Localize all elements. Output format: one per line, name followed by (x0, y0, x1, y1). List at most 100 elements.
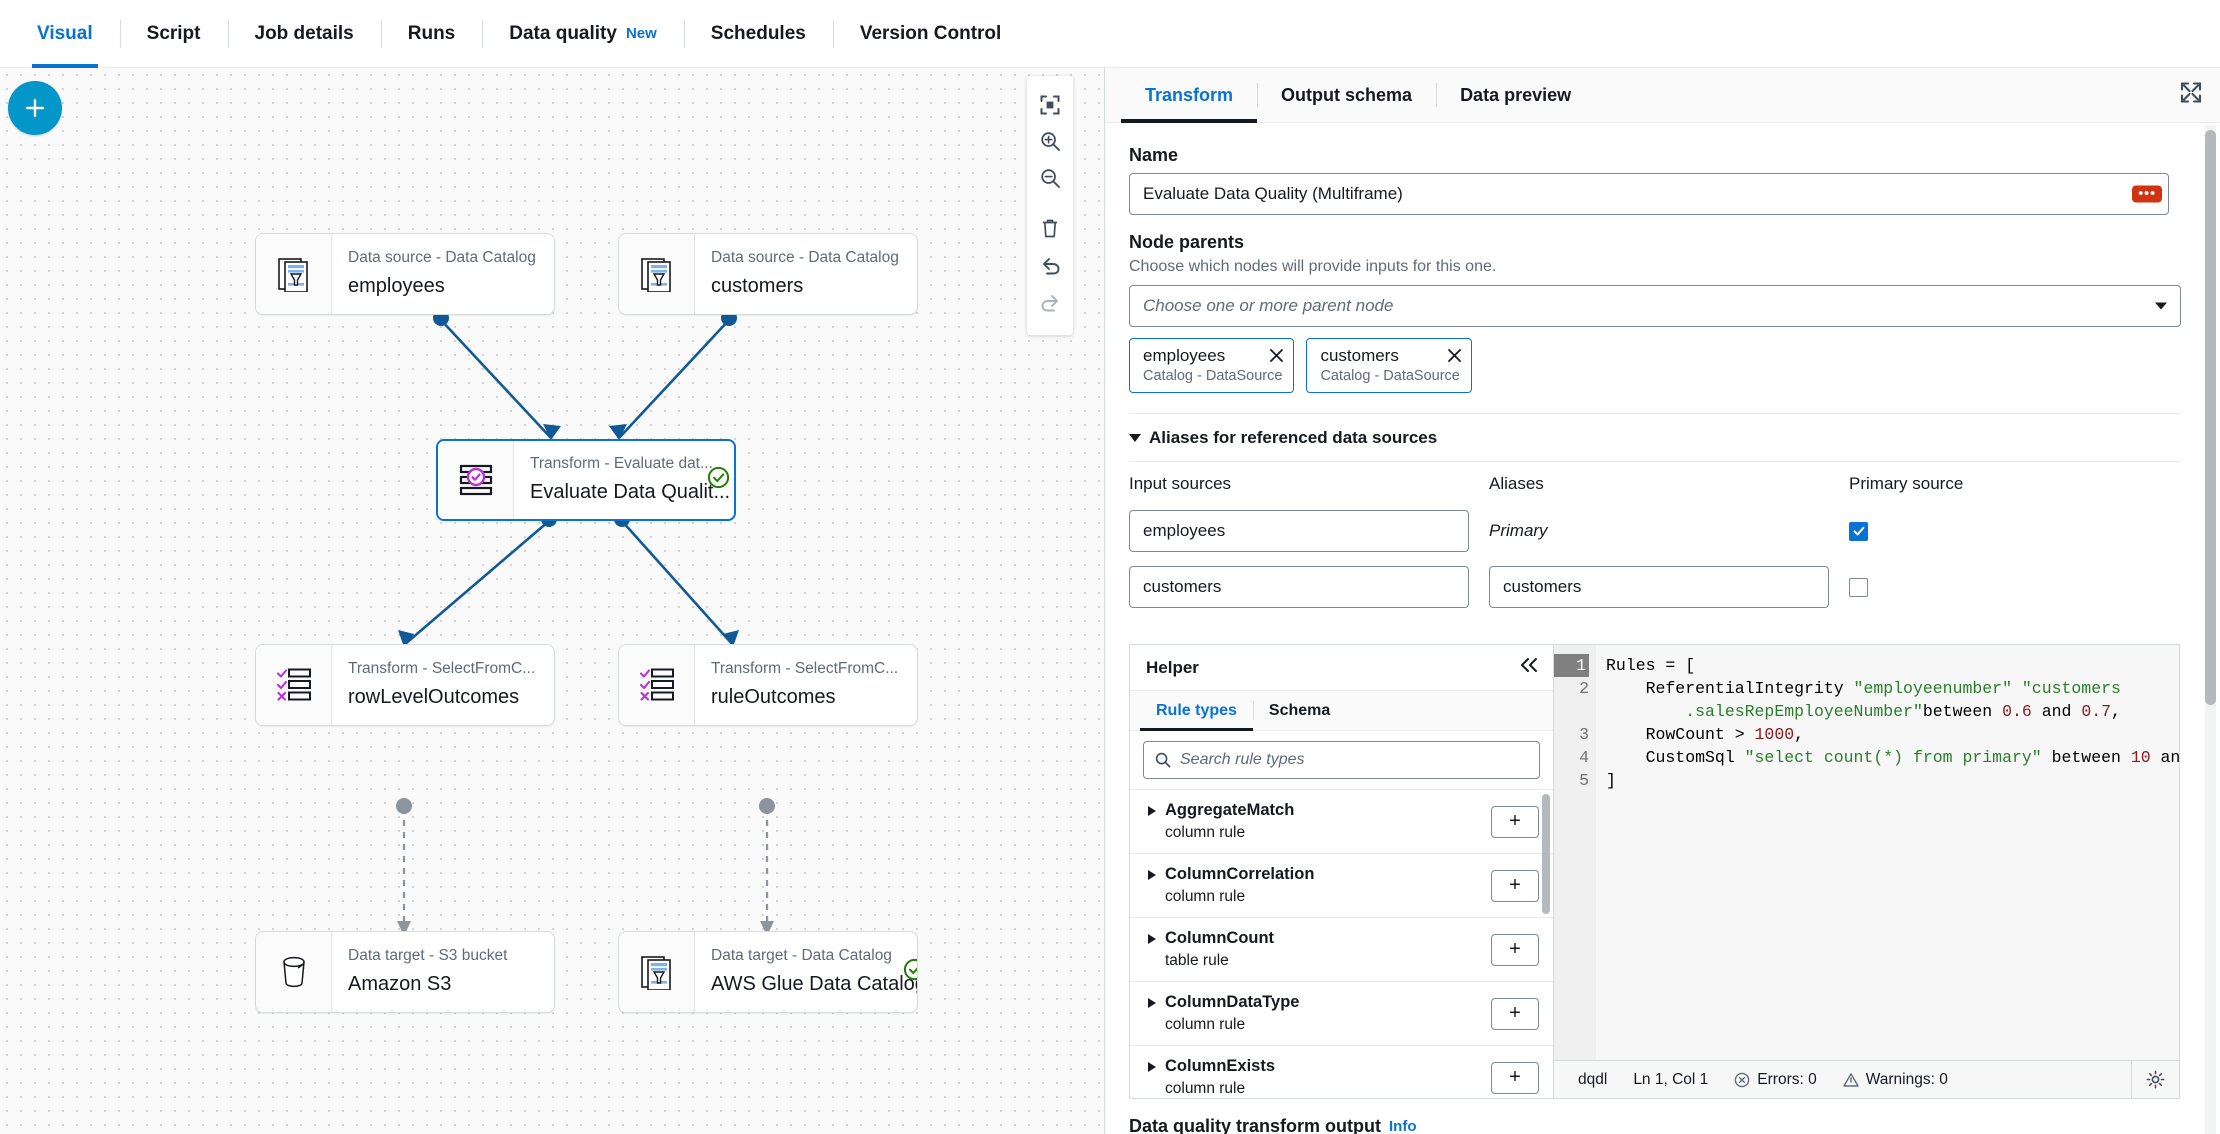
panel-tab-transform[interactable]: Transform (1121, 68, 1258, 123)
select-from-collection-icon (276, 668, 311, 701)
name-input-value: Evaluate Data Quality (Multiframe) (1143, 184, 1403, 203)
aliases-expander[interactable]: Aliases for referenced data sources (1129, 414, 2180, 461)
alias-row-1-source-input[interactable]: customers (1129, 566, 1469, 608)
data-catalog-icon (640, 956, 671, 990)
helper-collapse-button[interactable] (1519, 657, 1539, 678)
chevron-right-icon[interactable] (1148, 805, 1156, 816)
rule-type-name-row: ColumnDataType (1148, 993, 1299, 1012)
chevron-right-icon[interactable] (1148, 933, 1156, 944)
close-icon (1270, 349, 1284, 362)
rule-type-item[interactable]: ColumnDataType column rule + (1130, 982, 1553, 1046)
undo-button[interactable] (1027, 247, 1073, 284)
collapse-left-icon (1521, 658, 1537, 672)
aliases-header-aliases: Aliases (1489, 474, 1544, 493)
rule-type-item[interactable]: ColumnCount table rule + (1130, 918, 1553, 982)
add-node-button[interactable] (8, 81, 62, 135)
rule-type-add-button[interactable]: + (1491, 805, 1539, 838)
chip-remove-button[interactable] (1447, 348, 1462, 368)
tab-version-control[interactable]: Version Control (832, 0, 1028, 68)
node-body: Transform - SelectFromC... rowLevelOutco… (332, 645, 554, 725)
rule-type-item[interactable]: ColumnCorrelation column rule + (1130, 854, 1553, 918)
search-rule-types-input[interactable]: Search rule types (1143, 741, 1540, 779)
panel-tab-output-schema[interactable]: Output schema (1257, 68, 1436, 122)
fit-to-screen-button[interactable] (1027, 86, 1073, 123)
info-link[interactable]: Info (1389, 1118, 1417, 1134)
node-amazon-s3[interactable]: Data target - S3 bucket Amazon S3 (255, 931, 555, 1013)
rule-type-add-button[interactable]: + (1491, 869, 1539, 902)
delete-icon (1043, 219, 1057, 238)
node-parents-select[interactable]: Choose one or more parent node (1129, 285, 2181, 327)
rule-type-item[interactable]: ColumnExists column rule + (1130, 1046, 1553, 1098)
alias-row-0-source-input[interactable]: employees (1129, 510, 1469, 552)
job-graph-canvas[interactable]: Data source - Data Catalog employees Dat… (0, 68, 1104, 1134)
node-rowleveloutcomes[interactable]: Transform - SelectFromC... rowLevelOutco… (255, 644, 555, 726)
warning-icon (1843, 1072, 1859, 1087)
chevron-right-icon[interactable] (1148, 997, 1156, 1008)
alias-row-1-alias-input[interactable]: customers (1489, 566, 1829, 608)
node-evaluate-data-quality[interactable]: Transform - Evaluate dat... Evaluate Dat… (436, 439, 736, 521)
rule-type-add-button[interactable]: + (1491, 997, 1539, 1030)
chip-remove-button[interactable] (1269, 348, 1284, 368)
node-ruleoutcomes[interactable]: Transform - SelectFromC... ruleOutcomes (618, 644, 918, 726)
line-number-4: 4 (1579, 748, 1589, 767)
node-title-label: Evaluate Data Qualit... (530, 480, 731, 503)
divider (1129, 461, 2180, 462)
panel-tab-transform-label: Transform (1145, 84, 1234, 105)
node-parents-desc: Choose which nodes will provide inputs f… (1129, 258, 1497, 275)
chevron-right-icon[interactable] (1148, 1061, 1156, 1072)
editor-settings-button[interactable] (2131, 1061, 2179, 1098)
output-section-title: Data quality transform output (1129, 1116, 1382, 1134)
delete-button[interactable] (1027, 210, 1073, 247)
alias-row-0-alias-cell: Primary (1489, 510, 1829, 566)
chip-employees[interactable]: employees Catalog - DataSource (1129, 338, 1295, 393)
node-employees[interactable]: Data source - Data Catalog employees (255, 233, 555, 315)
chip-customers[interactable]: customers Catalog - DataSource (1306, 338, 1472, 393)
helper-search-wrap: Search rule types (1130, 731, 1553, 789)
zoom-in-button[interactable] (1027, 123, 1073, 160)
node-title-label: ruleOutcomes (711, 685, 836, 708)
node-title-label: employees (348, 274, 445, 297)
rule-type-add-button[interactable]: + (1491, 1061, 1539, 1094)
helper-tab-rule-types[interactable]: Rule types (1140, 691, 1253, 731)
rule-types-list[interactable]: AggregateMatch column rule + (1130, 789, 1553, 1098)
rule-type-add-button[interactable]: + (1491, 933, 1539, 966)
chevron-down-icon (2155, 302, 2167, 310)
alias-row-1-primary-checkbox[interactable] (1849, 577, 1868, 597)
tab-schedules-label: Schedules (710, 22, 806, 44)
redo-button[interactable] (1027, 284, 1073, 321)
node-body: Data source - Data Catalog customers (695, 234, 917, 314)
node-icon-wrap (438, 441, 514, 519)
tab-runs[interactable]: Runs (380, 0, 483, 68)
tab-schedules[interactable]: Schedules (683, 0, 833, 68)
panel-scrollbar-thumb[interactable] (2205, 130, 2216, 705)
node-aws-glue-data-catalog[interactable]: Data target - Data Catalog AWS Glue Data… (618, 931, 918, 1013)
alias-row-0-primary-checkbox[interactable] (1849, 521, 1868, 541)
editor-gutter: 1 2 3 4 5 (1554, 645, 1596, 1060)
node-customers[interactable]: Data source - Data Catalog customers (618, 233, 918, 315)
panel-tab-data-preview[interactable]: Data preview (1436, 68, 1595, 122)
node-type-label: Data target - Data Catalog (711, 947, 892, 965)
code-lines[interactable]: Rules = [ ReferentialIntegrity "employee… (1596, 645, 2179, 1060)
helper-tab-schema-label: Schema (1268, 701, 1331, 719)
node-icon-wrap (256, 932, 332, 1012)
expand-panel-button[interactable] (2180, 82, 2202, 109)
zoom-out-button[interactable] (1027, 160, 1073, 197)
zoom-out-icon (1040, 169, 1060, 188)
name-input[interactable]: Evaluate Data Quality (Multiframe) ••• (1129, 173, 2169, 215)
node-parents-chips: employees Catalog - DataSource customers… (1129, 338, 2180, 393)
chevron-right-icon[interactable] (1148, 869, 1156, 880)
editor-warnings: Warnings: 0 (1843, 1071, 1948, 1089)
dqdl-editor[interactable]: 1 2 3 4 5 Rules = [ ReferentialIntegrity… (1554, 644, 2180, 1099)
tab-visual[interactable]: Visual (10, 0, 120, 68)
tab-job-details[interactable]: Job details (227, 0, 381, 68)
node-body: Transform - SelectFromC... ruleOutcomes (695, 645, 917, 725)
rule-list-scrollbar[interactable] (1542, 794, 1550, 914)
rule-type-item[interactable]: AggregateMatch column rule + (1130, 790, 1553, 854)
tab-script[interactable]: Script (119, 0, 228, 68)
alias-row-0-alias-value: Primary (1489, 521, 1548, 540)
tab-data-quality[interactable]: Data quality New (482, 0, 684, 68)
rule-type-info: ColumnCount table rule (1148, 929, 1274, 970)
node-title-label: customers (711, 274, 804, 297)
code-area[interactable]: 1 2 3 4 5 Rules = [ ReferentialIntegrity… (1554, 645, 2179, 1060)
helper-tab-schema[interactable]: Schema (1252, 691, 1346, 730)
